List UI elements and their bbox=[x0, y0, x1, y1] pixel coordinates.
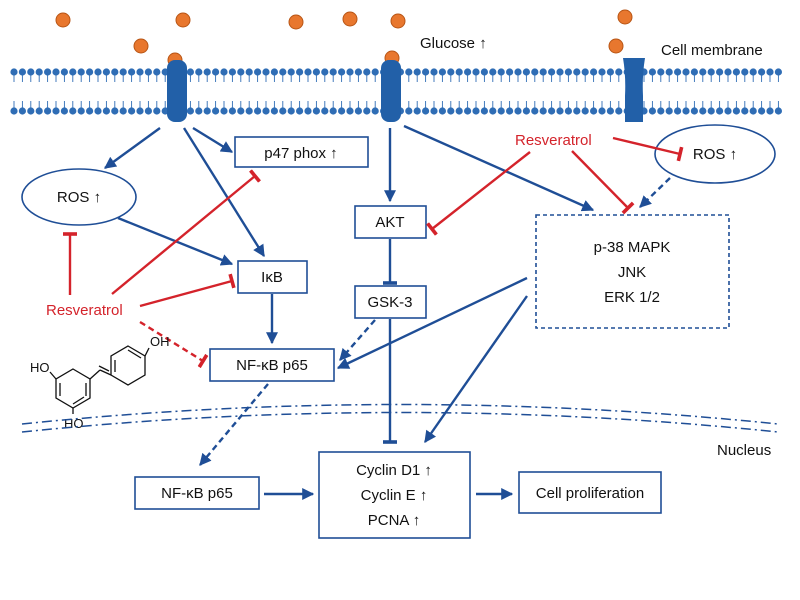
arrow-membrane-to-mapk bbox=[403, 124, 595, 212]
resveratrol-structure bbox=[49, 345, 150, 414]
glucose-label: Glucose ↑ bbox=[420, 35, 487, 52]
p47phox-label: p47 phox ↑ bbox=[264, 145, 337, 162]
transporter-center bbox=[381, 60, 401, 122]
arrow-ros-to-mapk bbox=[639, 177, 671, 208]
mapk-p38-label: p-38 MAPK bbox=[594, 239, 671, 256]
arrow-mapk-to-cyclins bbox=[424, 295, 528, 443]
p47phox-box bbox=[234, 136, 369, 168]
ikb-label: IκB bbox=[261, 269, 283, 286]
nfkb-nucleus-label: NF-κB p65 bbox=[161, 485, 233, 502]
inhibit-resveratrol-ros-right bbox=[612, 136, 684, 162]
proliferation-label: Cell proliferation bbox=[536, 485, 644, 502]
cyclins-box bbox=[318, 451, 471, 539]
cyclin-e-label: Cyclin E ↑ bbox=[361, 487, 428, 504]
resveratrol-left-label: Resveratrol bbox=[46, 302, 123, 319]
nucleus-membrane-inner bbox=[21, 411, 779, 433]
ikb-box bbox=[237, 260, 308, 294]
nfkb-nucleus-box bbox=[134, 476, 260, 510]
gsk3-box bbox=[354, 285, 427, 319]
structure-ho-left-label: HO bbox=[30, 360, 50, 375]
pcna-label: PCNA ↑ bbox=[368, 512, 421, 529]
mapk-erk-label: ERK 1/2 bbox=[604, 289, 660, 306]
akt-label: AKT bbox=[375, 214, 404, 231]
cyclin-d1-label: Cyclin D1 ↑ bbox=[356, 462, 432, 479]
structure-oh-label: OH bbox=[150, 334, 170, 349]
glucose-molecule bbox=[617, 9, 633, 25]
structure-ho-bottom-label: HO bbox=[64, 416, 84, 431]
arrow-membrane-to-ikb bbox=[182, 127, 266, 258]
ros-left-ellipse bbox=[21, 168, 137, 226]
glucose-molecule bbox=[608, 38, 624, 54]
arrow-mapk-to-nfkb bbox=[336, 276, 528, 370]
inhibit-resveratrol-nfkb bbox=[139, 320, 209, 369]
cell-membrane-label: Cell membrane bbox=[661, 42, 763, 59]
resveratrol-top-label: Resveratrol bbox=[515, 132, 592, 149]
inhibit-resveratrol-ikb bbox=[139, 273, 236, 308]
glucose-molecule bbox=[288, 14, 304, 30]
inhibit-resveratrol-p47phox bbox=[111, 169, 261, 295]
arrow-gsk3-to-nfkb bbox=[339, 319, 376, 361]
receptor-right bbox=[623, 58, 645, 122]
glucose-molecule bbox=[390, 13, 406, 29]
nucleus-membrane-outer bbox=[21, 403, 779, 425]
proliferation-box bbox=[518, 471, 662, 514]
transporter-left bbox=[167, 60, 187, 122]
arrow-nfkb-translocation bbox=[199, 383, 269, 466]
nfkb-cytoplasm-label: NF-κB p65 bbox=[236, 357, 308, 374]
mapk-jnk-label: JNK bbox=[618, 264, 646, 281]
glucose-molecule bbox=[342, 11, 358, 27]
ros-left-label: ROS ↑ bbox=[57, 189, 101, 206]
glucose-molecule bbox=[55, 12, 71, 28]
cell-membrane bbox=[10, 58, 783, 122]
nfkb-cytoplasm-box bbox=[209, 348, 335, 382]
ros-right-ellipse bbox=[654, 124, 776, 184]
arrow-membrane-to-ros bbox=[104, 127, 161, 169]
gsk3-label: GSK-3 bbox=[367, 294, 412, 311]
glucose-molecules bbox=[55, 9, 633, 68]
glucose-molecule bbox=[133, 38, 149, 54]
mapk-box bbox=[535, 214, 730, 329]
glucose-molecule bbox=[175, 12, 191, 28]
arrow-membrane-to-p47phox bbox=[192, 126, 234, 154]
ros-right-label: ROS ↑ bbox=[693, 146, 737, 163]
inhibit-resveratrol-akt bbox=[426, 151, 531, 236]
nucleus-label: Nucleus bbox=[717, 442, 771, 459]
akt-box bbox=[354, 205, 427, 239]
inhibit-resveratrol-mapk bbox=[571, 150, 635, 215]
